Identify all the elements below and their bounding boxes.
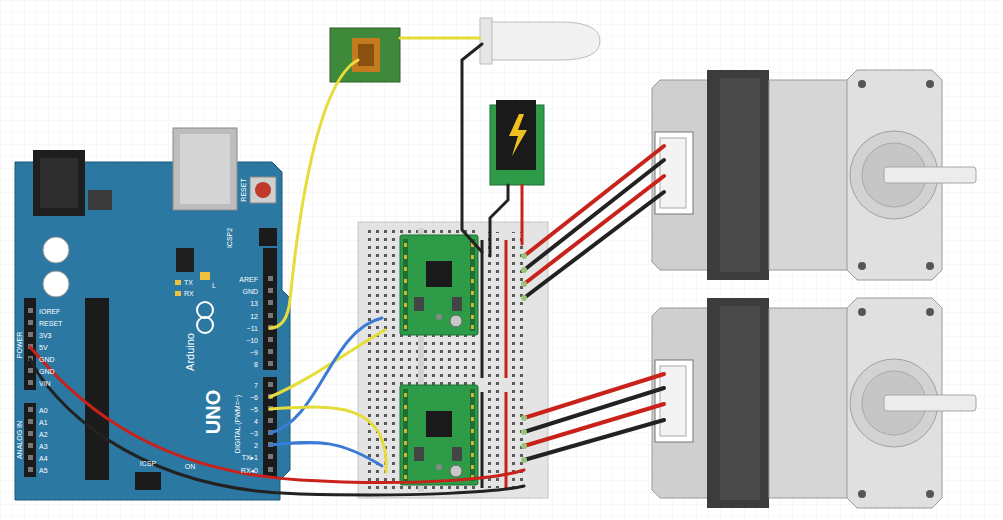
board-label: RESET bbox=[240, 178, 247, 201]
board-label: A1 bbox=[39, 419, 48, 426]
board-label: A3 bbox=[39, 443, 48, 450]
board-label: ANALOG IN bbox=[16, 421, 23, 459]
board-label: RX◂0 bbox=[241, 467, 258, 474]
board-label: ~11 bbox=[247, 325, 258, 332]
board-label: 4 bbox=[254, 418, 258, 425]
board-label: ON bbox=[185, 463, 196, 470]
board-label: A5 bbox=[39, 467, 48, 474]
board-label: AREF bbox=[239, 276, 258, 283]
board-label: Arduino bbox=[185, 333, 196, 371]
board-label: 5V bbox=[39, 344, 48, 351]
board-label: ICSP bbox=[140, 460, 156, 467]
board-label: A4 bbox=[39, 455, 48, 462]
board-label: ICSP2 bbox=[226, 228, 233, 248]
board-label: ~9 bbox=[250, 349, 258, 356]
board-label: RESET bbox=[39, 320, 62, 327]
board-label: ~3 bbox=[250, 430, 258, 437]
board-label: RX bbox=[184, 290, 194, 297]
board-label: GND bbox=[39, 368, 55, 375]
board-label: 2 bbox=[254, 442, 258, 449]
board-label: POWER bbox=[16, 332, 23, 358]
board-label: 13 bbox=[250, 300, 258, 307]
board-label: 3V3 bbox=[39, 332, 51, 339]
board-label: 12 bbox=[250, 313, 258, 320]
board-label: DIGITAL (PWM=~) bbox=[234, 395, 241, 453]
board-label: IOREF bbox=[39, 308, 60, 315]
board-label: 7 bbox=[254, 382, 258, 389]
board-label: TX bbox=[184, 279, 193, 286]
board-label: GND bbox=[242, 288, 258, 295]
board-label: TX▸1 bbox=[242, 454, 258, 461]
board-label: ~10 bbox=[246, 337, 258, 344]
board-label: A2 bbox=[39, 431, 48, 438]
board-label: ~6 bbox=[250, 394, 258, 401]
board-label: GND bbox=[39, 356, 55, 363]
board-label: L bbox=[212, 282, 216, 289]
board-label: A0 bbox=[39, 407, 48, 414]
board-label: VIN bbox=[39, 380, 51, 387]
board-label: 8 bbox=[254, 361, 258, 368]
board-label: UNO bbox=[203, 390, 223, 434]
board-label: ~5 bbox=[250, 406, 258, 413]
